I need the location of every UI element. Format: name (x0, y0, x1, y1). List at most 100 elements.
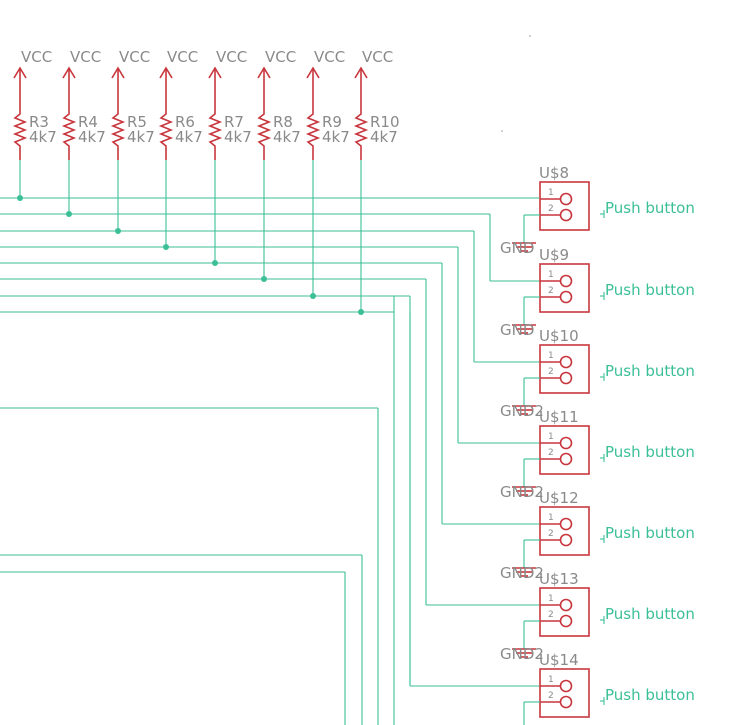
pin1-number: 1 (548, 513, 554, 523)
vcc-label: VCC (314, 48, 345, 66)
vcc-label: VCC (167, 48, 198, 66)
resistor-value-label: 4k7 (29, 128, 57, 146)
resistor-value-label: 4k7 (175, 128, 203, 146)
bus-lines (0, 197, 540, 725)
button-body[interactable] (539, 587, 590, 637)
pin1-number: 1 (548, 432, 554, 442)
pin1-number: 1 (548, 675, 554, 685)
resistor-ref-label: R7 (224, 113, 244, 131)
ground-icon (512, 214, 540, 252)
push-button-label: Push button (605, 362, 695, 380)
ground-icon (512, 539, 540, 577)
button-body[interactable] (539, 344, 590, 394)
vcc-arrow-icon (62, 66, 76, 100)
button-ref-label: U$9 (539, 246, 569, 264)
button-body[interactable] (539, 668, 590, 718)
button-ref-label: U$13 (539, 570, 579, 588)
pin2-contact-icon (559, 371, 573, 385)
button-body[interactable] (539, 506, 590, 556)
resistor-value-label: 4k7 (78, 128, 106, 146)
resistor-zigzag-icon (305, 100, 321, 160)
resistor-zigzag-icon (12, 100, 28, 160)
vcc-label: VCC (265, 48, 296, 66)
ground-label: GND (500, 321, 534, 339)
pin2-contact-icon (559, 290, 573, 304)
junction-dot (212, 260, 218, 266)
resistor-zigzag-icon (61, 100, 77, 160)
vcc-arrow-icon (257, 66, 271, 100)
vcc-arrow-icon (208, 66, 222, 100)
ground-label: GND2 (500, 645, 544, 663)
ground-label: GND2 (500, 483, 544, 501)
resistor-ref-label: R4 (78, 113, 98, 131)
junction-dot (261, 276, 267, 282)
vcc-label: VCC (362, 48, 393, 66)
pin1-number: 1 (548, 188, 554, 198)
resistor-ref-label: R8 (273, 113, 293, 131)
vcc-label: VCC (70, 48, 101, 66)
button-ref-label: U$8 (539, 164, 569, 182)
pin2-number: 2 (548, 367, 554, 377)
vcc-arrow-icon (306, 66, 320, 100)
junction-dot (310, 293, 316, 299)
junction-dot (163, 244, 169, 250)
resistor-ref-label: R9 (322, 113, 342, 131)
resistor-zigzag-icon (256, 100, 272, 160)
resistor-value-label: 4k7 (370, 128, 398, 146)
resistor-ref-label: R3 (29, 113, 49, 131)
pin1-contact-icon (559, 192, 573, 206)
resistor-zigzag-icon (353, 100, 369, 160)
grid-dot (501, 130, 503, 132)
pin1-number: 1 (548, 351, 554, 361)
resistor-zigzag-icon (110, 100, 126, 160)
vcc-label: VCC (216, 48, 247, 66)
ground-icon (512, 377, 540, 415)
resistor-ref-label: R5 (127, 113, 147, 131)
ground-icon (512, 620, 540, 658)
button-body[interactable] (539, 263, 590, 313)
resistor-value-label: 4k7 (322, 128, 350, 146)
pin2-contact-icon (559, 614, 573, 628)
pin1-contact-icon (559, 517, 573, 531)
junction-dot (115, 228, 121, 234)
button-body[interactable] (539, 181, 590, 231)
pin1-number: 1 (548, 594, 554, 604)
push-button-label: Push button (605, 281, 695, 299)
resistor-value-label: 4k7 (127, 128, 155, 146)
vcc-label: VCC (119, 48, 150, 66)
pin1-contact-icon (559, 274, 573, 288)
vcc-resistor-array: VCCR34k7VCCR44k7VCCR54k7VCCR64k7VCCR74k7… (12, 48, 400, 315)
ground-icon (512, 458, 540, 496)
ground-label: GND (500, 239, 534, 257)
pin2-number: 2 (548, 448, 554, 458)
pin2-contact-icon (559, 452, 573, 466)
pin2-number: 2 (548, 691, 554, 701)
pin1-contact-icon (559, 679, 573, 693)
vcc-arrow-icon (13, 66, 27, 100)
junction-dot (358, 309, 364, 315)
resistor-zigzag-icon (158, 100, 174, 160)
pin2-contact-icon (559, 695, 573, 709)
button-body[interactable] (539, 425, 590, 475)
push-button-label: Push button (605, 199, 695, 217)
pin2-number: 2 (548, 529, 554, 539)
resistor-zigzag-icon (207, 100, 223, 160)
push-button-label: Push button (605, 443, 695, 461)
ground-label: GND2 (500, 402, 544, 420)
